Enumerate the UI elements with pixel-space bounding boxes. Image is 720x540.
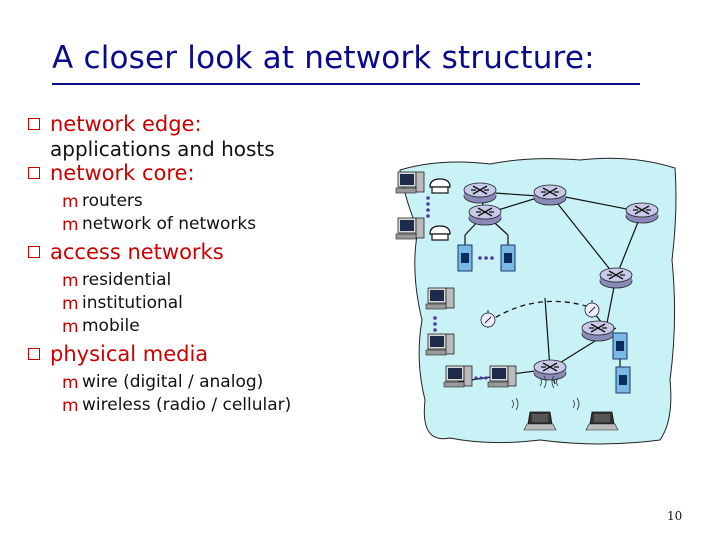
desktop-host-icon — [425, 333, 455, 356]
subbullet-text: mobile — [82, 316, 140, 336]
title-underline — [52, 83, 640, 85]
bullet-list: network edge: applications and hosts net… — [28, 112, 388, 417]
page-number: 10 — [667, 509, 683, 523]
subbullet-icon: m — [62, 396, 79, 416]
subbullet-text: wire (digital / analog) — [82, 372, 264, 392]
subbullet-wireless: m wireless (radio / cellular) — [28, 394, 388, 417]
subbullet-icon: m — [62, 271, 79, 291]
router-icon — [533, 184, 567, 206]
desktop-host-icon — [395, 217, 425, 240]
bullet-physical-media: physical media — [28, 342, 388, 367]
bullet-box-icon — [28, 118, 40, 130]
desktop-host-icon — [443, 365, 473, 388]
slide-title: A closer look at network structure: — [52, 40, 595, 76]
bullet-box-icon — [28, 246, 40, 258]
subbullet-routers: m routers — [28, 190, 388, 213]
router-icon — [581, 320, 615, 342]
subbullet-icon: m — [62, 192, 79, 212]
subbullet-residential: m residential — [28, 269, 388, 292]
router-icon — [599, 267, 633, 289]
radio-waves — [511, 375, 580, 411]
server-icon — [457, 244, 473, 272]
subbullet-icon: m — [62, 373, 79, 393]
router-icon — [463, 182, 497, 204]
subbullet-icon: m — [62, 317, 79, 337]
bullet-network-core: network core: — [28, 161, 388, 186]
bullet-box-icon — [28, 167, 40, 179]
server-icon — [615, 366, 631, 394]
router-icon — [468, 204, 502, 226]
subbullet-wire: m wire (digital / analog) — [28, 371, 388, 394]
link-dots — [478, 256, 494, 260]
link-dots — [474, 376, 488, 380]
server-icon — [612, 332, 628, 360]
server-icon — [500, 244, 516, 272]
phone-icon — [429, 225, 451, 241]
subbullet-text: institutional — [82, 293, 183, 313]
bullet-heading: physical media — [50, 342, 209, 366]
bullet-heading: network edge: — [50, 112, 202, 136]
subbullet-icon: m — [62, 215, 79, 235]
subbullet-institutional: m institutional — [28, 292, 388, 315]
link-dots — [433, 316, 437, 332]
subbullet-network-of-networks: m network of networks — [28, 213, 388, 236]
subbullet-mobile: m mobile — [28, 315, 388, 338]
bullet-network-edge: network edge: — [28, 112, 388, 137]
desktop-host-icon — [487, 365, 517, 388]
phone-icon — [429, 178, 451, 194]
desktop-host-icon — [395, 171, 425, 194]
router-icon — [533, 359, 567, 381]
bullet-box-icon — [28, 348, 40, 360]
router-icon — [625, 202, 659, 224]
subbullet-text: residential — [82, 270, 172, 290]
bullet-heading: network core: — [50, 161, 195, 185]
subbullet-text: routers — [82, 191, 143, 211]
subbullet-icon: m — [62, 294, 79, 314]
modem-dots — [426, 196, 430, 218]
bullet-continuation: applications and hosts — [50, 137, 275, 161]
bullet-heading: access networks — [50, 240, 224, 264]
network-diagram — [395, 157, 677, 445]
subbullet-text: wireless (radio / cellular) — [82, 395, 292, 415]
bullet-access-networks: access networks — [28, 240, 388, 265]
desktop-host-icon — [425, 287, 455, 310]
subbullet-text: network of networks — [82, 214, 257, 234]
